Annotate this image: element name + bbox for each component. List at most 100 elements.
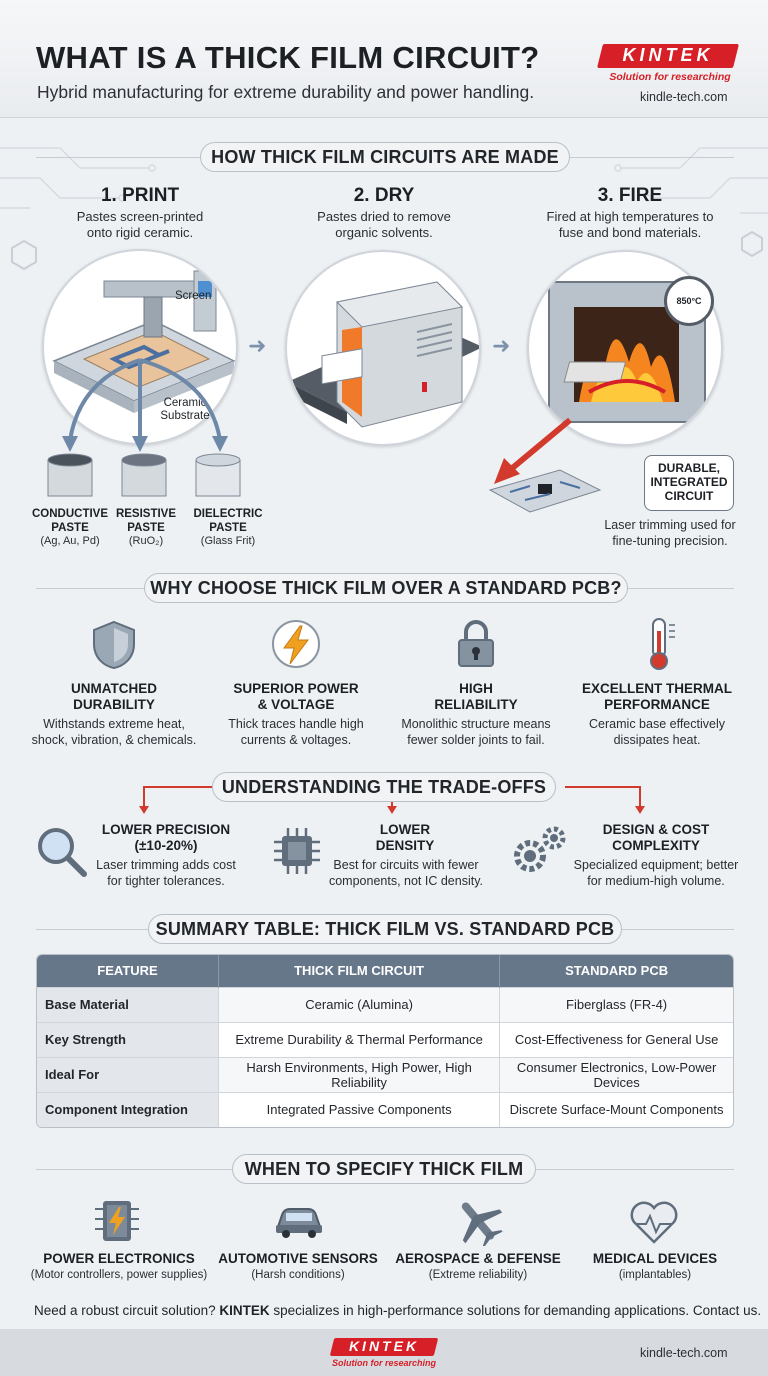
feature-durability-desc-1: Withstands extreme heat,	[43, 717, 185, 731]
conductive-paste-name-2: PASTE	[51, 522, 89, 534]
footer-logo-tagline: Solution for researching	[331, 1358, 436, 1368]
site-link[interactable]: kindle-tech.com	[640, 90, 728, 104]
table-row: Ideal For Harsh Environments, High Power…	[37, 1056, 733, 1092]
conductive-paste-sub: (Ag, Au, Pd)	[40, 535, 100, 547]
paste-jars	[47, 453, 241, 497]
application-medical-title: MEDICAL DEVICES	[592, 1251, 718, 1266]
table-cell: Cost-Effectiveness for General Use	[499, 1021, 733, 1057]
screen-label: Screen	[175, 290, 212, 302]
application-automotive-title: AUTOMOTIVE SENSORS	[218, 1251, 378, 1266]
car-icon	[276, 1208, 322, 1238]
row-header: Ideal For	[37, 1056, 220, 1092]
lightning-icon	[272, 620, 320, 668]
feature-reliability-title-2: RELIABILITY	[434, 697, 518, 712]
feature-thermal-desc-2: dissipates heat.	[613, 733, 701, 747]
result-badge	[644, 455, 734, 511]
step-fire-desc-2: fuse and bond materials.	[558, 225, 702, 240]
resistive-jar-icon	[121, 453, 167, 497]
temperature-gauge-icon	[664, 276, 714, 326]
tradeoff-precision-title-1: LOWER PRECISION	[101, 822, 231, 837]
resistive-paste-name-1: RESISTIVE	[115, 508, 177, 520]
laser-note-2: fine-tuning precision.	[612, 534, 728, 548]
column-header: STANDARD PCB	[499, 955, 733, 987]
application-automotive-sub: (Harsh conditions)	[251, 1269, 345, 1281]
step-fire-title: 3. FIRE	[597, 185, 663, 206]
dielectric-paste-sub: (Glass Frit)	[200, 535, 256, 547]
result-text-2: INTEGRATED	[650, 475, 728, 489]
arrow-right-icon: ➜	[492, 333, 511, 358]
table-row: Base Material Ceramic (Alumina) Fibergla…	[37, 986, 733, 1022]
dry-illustration	[285, 250, 481, 446]
table-row: Key Strength Extreme Durability & Therma…	[37, 1021, 733, 1057]
result-text-3: CIRCUIT	[664, 489, 714, 503]
step-dry-title: 2. DRY	[353, 185, 415, 206]
result-text-1: DURABLE,	[658, 461, 720, 475]
tradeoff-density-desc-1: Best for circuits with fewer	[333, 858, 479, 872]
tradeoff-arrows	[139, 786, 645, 814]
furnace-icon	[548, 281, 706, 423]
gears-icon	[514, 826, 566, 872]
table-cell: Extreme Durability & Thermal Performance	[218, 1021, 501, 1057]
row-header: Key Strength	[37, 1021, 220, 1057]
section-heading-made: HOW THICK FILM CIRCUITS ARE MADE	[200, 142, 570, 172]
dielectric-paste-name-2: PASTE	[209, 522, 247, 534]
paste-flow-arrows	[62, 358, 228, 452]
cta-text-pre: Need a robust circuit solution?	[34, 1303, 216, 1318]
power-module-icon	[95, 1201, 139, 1241]
logo-tagline: Solution for researching	[609, 71, 731, 83]
row-header: Component Integration	[37, 1091, 220, 1127]
drying-oven-icon	[287, 281, 479, 428]
table-cell: Fiberglass (FR-4)	[499, 986, 733, 1022]
step-dry-desc-2: organic solvents.	[335, 225, 433, 240]
footer-logo-text: KINTEK	[348, 1338, 420, 1354]
table-cell: Discrete Surface-Mount Components	[499, 1091, 733, 1127]
substrate-label-2: Substrate	[160, 410, 210, 422]
laser-note-1: Laser trimming used for	[604, 518, 736, 532]
tradeoff-density-title-1: LOWER	[379, 822, 431, 837]
section-heading-why: WHY CHOOSE THICK FILM OVER A STANDARD PC…	[144, 573, 628, 603]
footer-site-link[interactable]: kindle-tech.com	[640, 1346, 728, 1360]
step-dry-desc-1: Pastes dried to remove	[317, 209, 451, 224]
thermometer-icon	[650, 618, 675, 670]
feature-durability-title-1: UNMATCHED	[71, 681, 157, 696]
step-print-desc-2: onto rigid ceramic.	[86, 225, 194, 240]
tradeoff-complexity-title-1: DESIGN & COST	[602, 822, 710, 837]
application-power-title: POWER ELECTRONICS	[43, 1251, 195, 1266]
section-heading-summary: SUMMARY TABLE: THICK FILM VS. STANDARD P…	[148, 914, 622, 944]
tradeoff-complexity-desc-2: for medium-high volume.	[587, 874, 725, 888]
tradeoff-density-desc-2: components, not IC density.	[328, 874, 484, 888]
table-header-row: FEATURE THICK FILM CIRCUIT STANDARD PCB	[37, 955, 733, 987]
tradeoff-precision-title-2: (±10-20%)	[134, 838, 198, 853]
temperature-readout: 850°C	[676, 296, 702, 306]
feature-power-desc-2: currents & voltages.	[240, 733, 352, 747]
feature-power-desc-1: Thick traces handle high	[228, 717, 364, 731]
table-cell: Integrated Passive Components	[218, 1091, 501, 1127]
feature-thermal-title-1: EXCELLENT THERMAL	[582, 681, 732, 696]
application-medical-sub: (implantables)	[618, 1269, 692, 1281]
output-arrow	[488, 417, 602, 513]
page-subtitle: Hybrid manufacturing for extreme durabil…	[37, 82, 535, 102]
row-header: Base Material	[37, 986, 220, 1022]
feature-power-title-2: & VOLTAGE	[257, 697, 335, 712]
conductive-jar-icon	[47, 453, 93, 497]
dielectric-paste-name-1: DIELECTRIC	[193, 508, 263, 520]
application-power-sub: (Motor controllers, power supplies)	[30, 1269, 208, 1281]
tradeoff-complexity-desc-1: Specialized equipment; better	[573, 858, 739, 872]
tradeoff-density-title-2: DENSITY	[375, 838, 435, 853]
resistive-paste-sub: (RuO₂)	[128, 535, 164, 547]
table-row: Component Integration Integrated Passive…	[37, 1091, 733, 1127]
table-cell: Ceramic (Alumina)	[218, 986, 501, 1022]
column-header: FEATURE	[37, 955, 220, 987]
conductive-paste-name-1: CONDUCTIVE	[31, 508, 109, 520]
tradeoff-complexity-title-2: COMPLEXITY	[612, 838, 700, 853]
step-fire-desc-1: Fired at high temperatures to	[546, 209, 714, 224]
feature-reliability-desc-1: Monolithic structure means	[401, 717, 551, 731]
feature-durability-title-2: DURABILITY	[73, 697, 155, 712]
feature-thermal-title-2: PERFORMANCE	[604, 697, 710, 712]
table-cell: Harsh Environments, High Power, High Rel…	[218, 1056, 501, 1092]
summary-table: FEATURE THICK FILM CIRCUIT STANDARD PCB …	[36, 954, 734, 1128]
section-heading-tradeoffs: UNDERSTANDING THE TRADE-OFFS	[212, 772, 556, 802]
application-aerospace-title: AEROSPACE & DEFENSE	[395, 1251, 561, 1266]
heart-icon	[630, 1201, 678, 1244]
page-title: WHAT IS A THICK FILM CIRCUIT?	[36, 40, 540, 75]
